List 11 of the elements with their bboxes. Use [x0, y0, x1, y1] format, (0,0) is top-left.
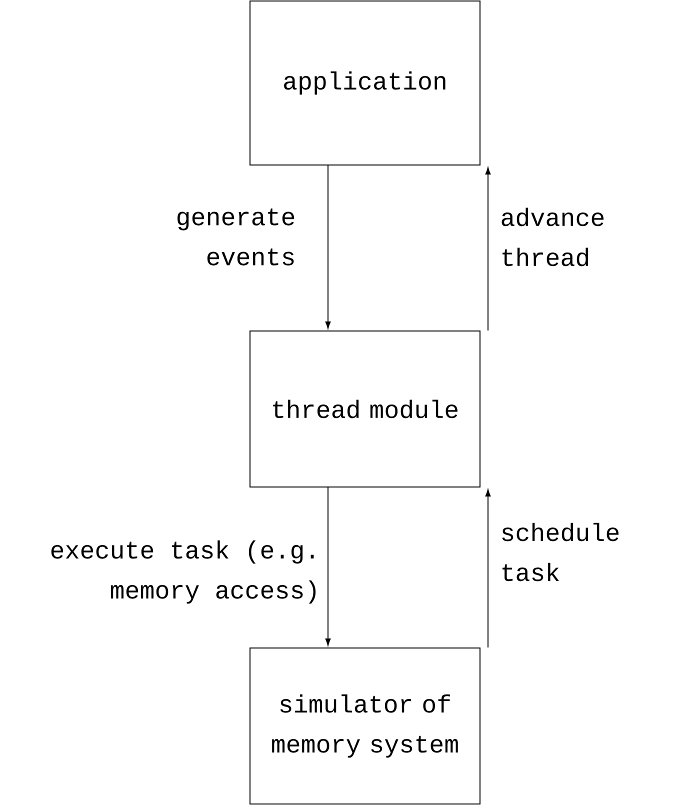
edge-label: schedule task [502, 522, 619, 582]
process-box: application [250, 0, 480, 166]
arrow [325, 165, 331, 329]
edge-label: advance thread [502, 208, 604, 266]
process-box: simulator of memory system [250, 648, 480, 804]
arrow [485, 489, 491, 648]
process-box: thread module [250, 330, 480, 488]
arrow [325, 487, 331, 646]
arrow [485, 167, 491, 331]
edge-label: execute task (e.g. memory access) [51, 540, 316, 604]
edge-label: generate events [178, 208, 294, 266]
